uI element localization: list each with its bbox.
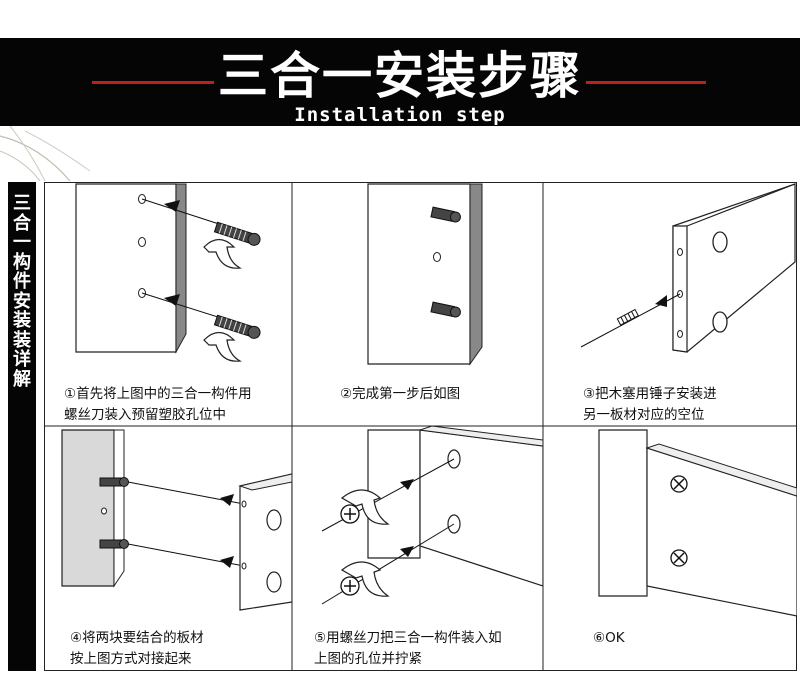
step-4-panel: ④将两块要结合的板材 按上图方式对接起来 — [44, 426, 292, 671]
step-5-caption: ⑤用螺丝刀把三合一构件装入如 上图的孔位并拧紧 — [314, 628, 502, 670]
step-1-line-1: ①首先将上图中的三合一构件用 — [64, 386, 252, 402]
step-3-line-2: 另一板材对应的空位 — [583, 407, 705, 423]
left-red-rule — [92, 81, 214, 84]
step-5-panel: ⑤用螺丝刀把三合一构件装入如 上图的孔位并拧紧 — [292, 426, 543, 671]
step-1-line-2: 螺丝刀装入预留塑胶孔位中 — [64, 407, 226, 423]
step-2-line-1: ②完成第一步后如图 — [340, 386, 461, 402]
step-3-illustration — [580, 183, 796, 353]
header-banner: 三合一安装步骤 Installation step — [0, 38, 800, 126]
sidebar-label: 三合一构件安装装详解 — [13, 193, 31, 390]
step-6-line-1: ⑥OK — [593, 630, 625, 646]
grid-lines — [44, 182, 797, 671]
step-5-illustration — [321, 426, 543, 605]
step-4-line-1: ④将两块要结合的板材 — [70, 630, 204, 646]
step-3-panel: ③把木塞用锤子安装进 另一板材对应的空位 — [543, 182, 797, 426]
steps-grid: ①首先将上图中的三合一构件用 螺丝刀装入预留塑胶孔位中 ②完成第一步后如图 — [44, 182, 797, 671]
step-6-illustration — [598, 429, 797, 617]
step-1-caption: ①首先将上图中的三合一构件用 螺丝刀装入预留塑胶孔位中 — [64, 384, 252, 426]
step-6-panel: ⑥OK — [543, 426, 797, 671]
page-subtitle: Installation step — [294, 104, 506, 126]
step-1-illustration — [75, 183, 261, 362]
step-3-caption: ③把木塞用锤子安装进 另一板材对应的空位 — [583, 384, 717, 426]
step-4-caption: ④将两块要结合的板材 按上图方式对接起来 — [70, 628, 204, 670]
sidebar-label-bar: 三合一构件安装装详解 — [8, 182, 36, 671]
step-3-line-1: ③把木塞用锤子安装进 — [583, 386, 717, 402]
step-4-line-2: 按上图方式对接起来 — [70, 651, 192, 667]
step-2-panel: ②完成第一步后如图 — [292, 182, 543, 426]
step-4-illustration — [61, 429, 292, 611]
step-5-line-1: ⑤用螺丝刀把三合一构件装入如 — [314, 630, 502, 646]
step-1-panel: ①首先将上图中的三合一构件用 螺丝刀装入预留塑胶孔位中 — [44, 182, 292, 426]
step-2-illustration — [367, 183, 483, 366]
step-5-line-2: 上图的孔位并拧紧 — [314, 651, 422, 667]
step-6-caption: ⑥OK — [593, 628, 625, 649]
step-2-caption: ②完成第一步后如图 — [340, 384, 460, 405]
page-title: 三合一安装步骤 — [218, 47, 582, 105]
leaf-decoration — [0, 126, 91, 181]
right-red-rule — [586, 81, 706, 84]
